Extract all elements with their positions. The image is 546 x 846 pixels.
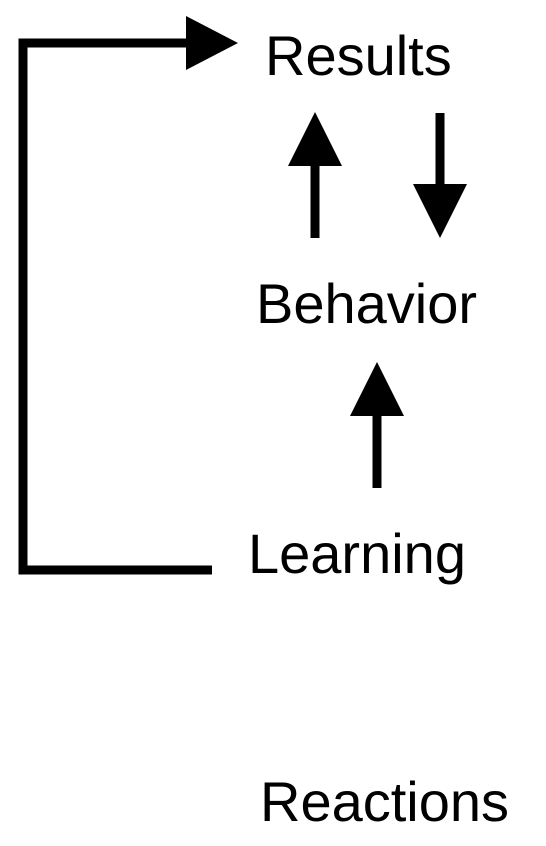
level-learning-label: Learning: [248, 522, 466, 585]
results-to-behavior-arrowhead: [413, 184, 467, 238]
feedback-loop-arrowhead: [186, 16, 238, 70]
feedback-loop-line: [18, 38, 212, 575]
level-reactions-label: Reactions: [260, 770, 510, 833]
level-results-label: Results: [265, 24, 452, 87]
learning-to-behavior-arrowhead: [350, 362, 404, 416]
behavior-to-results-arrowhead: [288, 112, 342, 166]
level-behavior-label: Behavior: [256, 272, 478, 335]
